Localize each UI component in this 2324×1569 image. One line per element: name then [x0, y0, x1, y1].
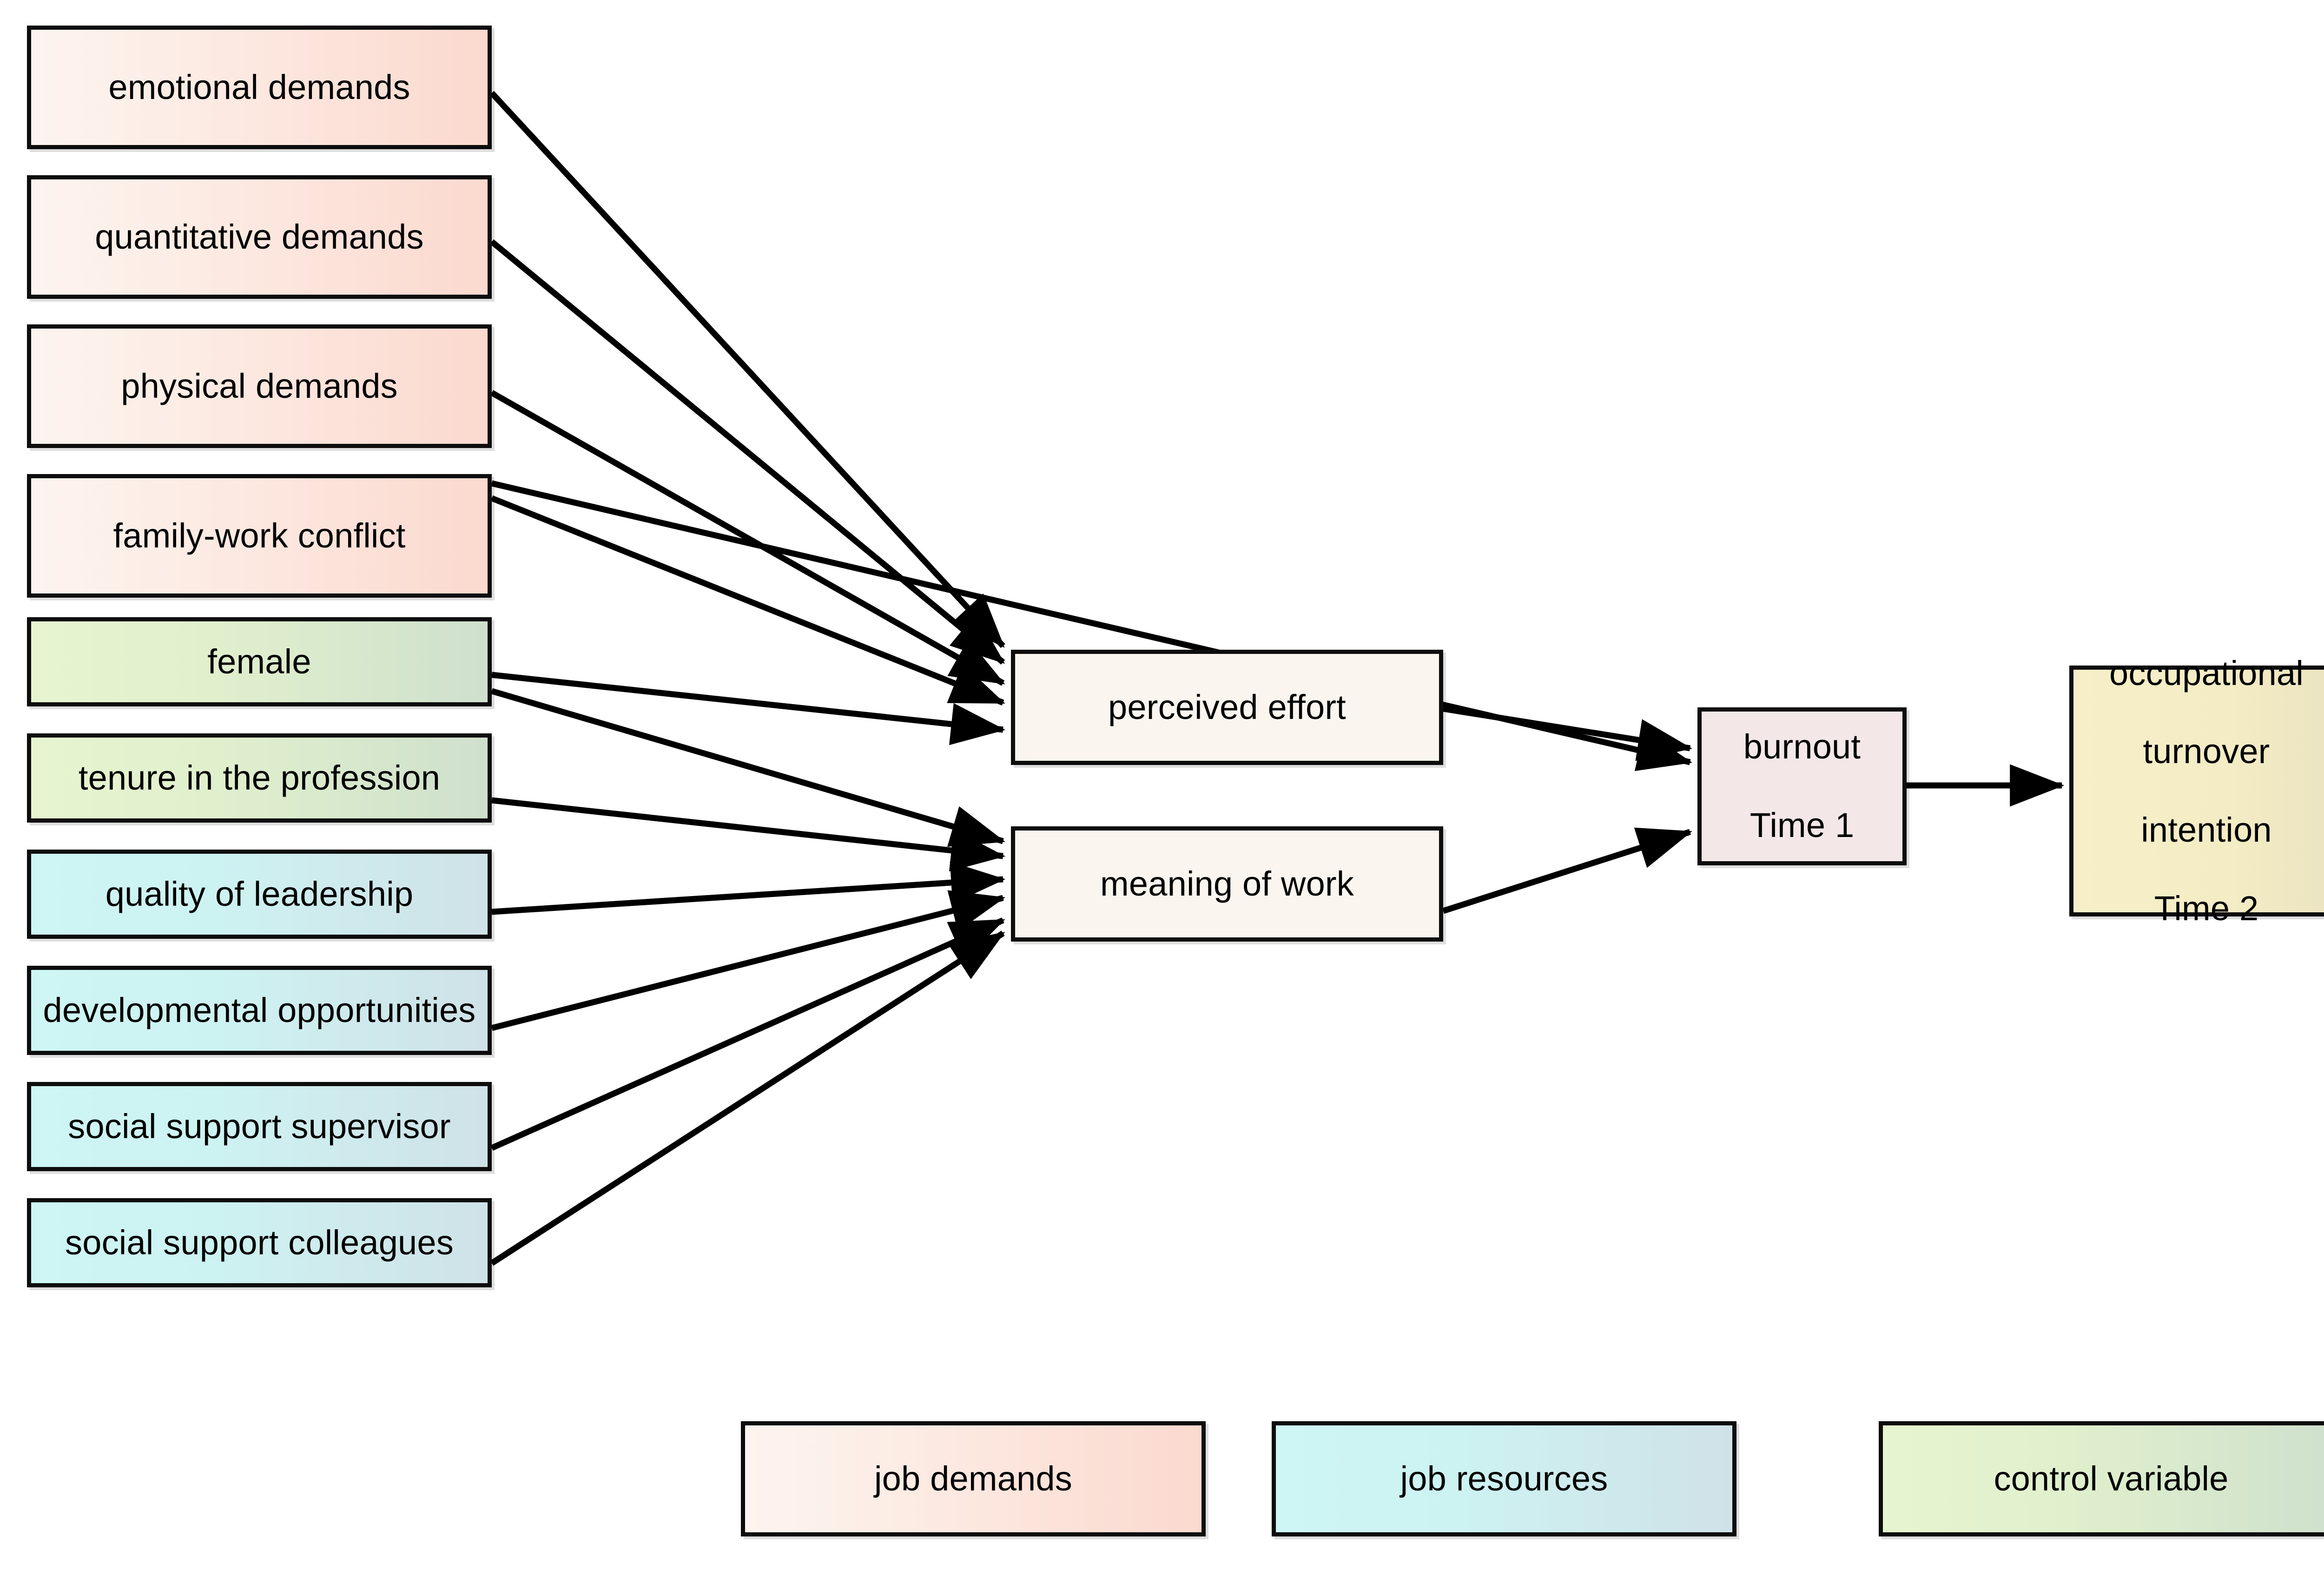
- node-quantitative-demands[interactable]: quantitative demands: [27, 175, 492, 299]
- legend-item-control-variable: control variable: [1879, 1421, 2324, 1536]
- edge-female-to-perceived-effort: [491, 672, 1006, 745]
- node-label: perceived effort: [1108, 687, 1346, 726]
- node-label-line-2: Time 1: [1750, 806, 1855, 845]
- edge-quantitative-demands-to-perceived-effort: [489, 239, 1005, 665]
- node-label: developmental opportunities: [43, 990, 476, 1029]
- node-label: family-work conflict: [113, 516, 406, 555]
- node-label-block: burnout Time 1: [1734, 727, 1870, 845]
- node-label: tenure in the profession: [78, 758, 441, 797]
- node-meaning-of-work[interactable]: meaning of work: [1011, 826, 1443, 942]
- node-label-line-2: turnover: [2143, 732, 2270, 771]
- edge-female-to-meaning-of-work: [491, 688, 1005, 847]
- node-tenure-in-the-profession[interactable]: tenure in the profession: [27, 733, 492, 823]
- node-emotional-demands[interactable]: emotional demands: [27, 26, 492, 149]
- node-label: social support supervisor: [68, 1107, 451, 1146]
- edge-emotional-demands-to-perceived-effort: [489, 91, 1005, 648]
- legend-item-job-demands: job demands: [741, 1421, 1206, 1536]
- node-social-support-colleagues[interactable]: social support colleagues: [27, 1198, 492, 1287]
- node-social-support-supervisor[interactable]: social support supervisor: [27, 1082, 492, 1171]
- edge-social-support-supervisor-to-meaning-of-work: [490, 917, 1005, 1151]
- legend-label: job demands: [874, 1459, 1072, 1498]
- edge-tenure-in-the-profession-to-meaning-of-work: [491, 797, 1006, 872]
- node-female[interactable]: female: [27, 617, 492, 706]
- node-label: female: [207, 642, 311, 681]
- legend-item-job-resources: job resources: [1272, 1421, 1736, 1536]
- node-developmental-opportunities[interactable]: developmental opportunities: [27, 966, 492, 1055]
- node-burnout-time-1[interactable]: burnout Time 1: [1697, 707, 1907, 865]
- edge-meaning-of-work-to-burnout: [1442, 827, 1692, 914]
- node-label: meaning of work: [1100, 864, 1354, 903]
- node-family-work-conflict[interactable]: family-work conflict: [27, 474, 492, 598]
- edge-family-work-conflict-to-perceived-effort: [490, 495, 1005, 706]
- legend-label: control variable: [1994, 1459, 2229, 1498]
- node-label-line-4: Time 2: [2154, 889, 2259, 928]
- node-perceived-effort[interactable]: perceived effort: [1011, 650, 1443, 765]
- node-label-line-1: occupational: [2109, 653, 2304, 692]
- node-label: quality of leadership: [105, 874, 414, 913]
- node-label-line-3: intention: [2141, 811, 2272, 850]
- legend-label: job resources: [1400, 1459, 1608, 1498]
- node-quality-of-leadership[interactable]: quality of leadership: [27, 850, 492, 939]
- edge-social-support-colleagues-to-meaning-of-work: [490, 930, 1005, 1266]
- node-label: quantitative demands: [95, 217, 424, 256]
- node-label: physical demands: [121, 366, 398, 405]
- edge-physical-demands-to-perceived-effort: [490, 390, 1005, 686]
- node-label: emotional demands: [108, 67, 410, 106]
- edge-quality-of-leadership-to-meaning-of-work: [491, 861, 1006, 915]
- node-occupational-turnover-intention-time-2[interactable]: occupational turnover intention Time 2: [2069, 654, 2324, 928]
- node-label-line-1: burnout: [1743, 727, 1861, 766]
- node-label-block: occupational turnover intention Time 2: [2100, 654, 2313, 929]
- edge-perceived-effort-to-burnout: [1442, 705, 1693, 761]
- node-physical-demands[interactable]: physical demands: [27, 324, 492, 448]
- edge-developmental-opportunities-to-meaning-of-work: [491, 890, 1006, 1031]
- node-label: social support colleagues: [65, 1223, 454, 1262]
